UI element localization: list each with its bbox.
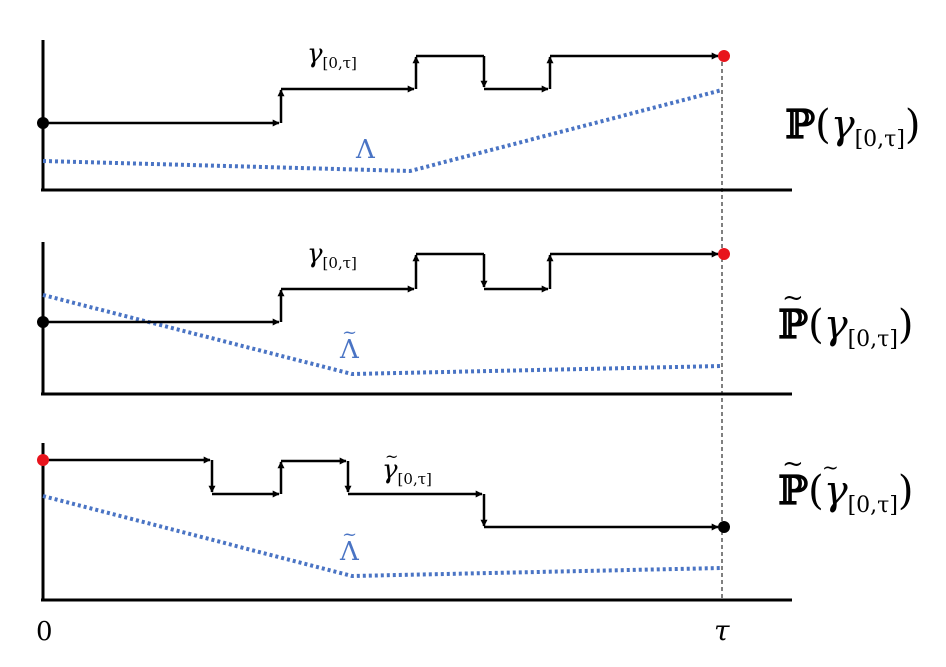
panel-3-path-label: γ[0,τ]: [382, 455, 432, 488]
panel-2-intensity-curve: [42, 293, 723, 377]
panel-2-intensity-label: Λ: [339, 335, 360, 365]
panel-2: γ[0,τ] Λ ~ ℙ(γ[0,τ]) ~: [37, 239, 914, 396]
panel-1-end-marker: [718, 50, 730, 62]
panel-2-intensity-tilde: ~: [342, 322, 357, 343]
panel-3-measure-tilde: ~: [782, 449, 804, 479]
panel-3-start-marker: [37, 454, 49, 466]
panel-3: γ[0,τ] ~ Λ ~ ℙ(γ[0,τ]) ~ ~: [37, 443, 914, 602]
panel-2-path: [43, 250, 719, 326]
panel-3-path: [43, 456, 719, 531]
panel-3-path-tilde: ~: [385, 447, 398, 466]
panel-1: γ[0,τ] Λ ℙ(γ[0,τ]): [37, 39, 921, 192]
panel-2-measure-tilde: ~: [782, 283, 804, 313]
panel-1-intensity-curve: [42, 88, 723, 174]
panel-2-measure-label: ℙ(γ[0,τ]): [778, 301, 914, 352]
panel-3-end-marker: [718, 521, 730, 533]
panel-3-intensity-curve: [42, 494, 723, 579]
tau-label: τ: [714, 614, 730, 647]
panel-2-path-label: γ[0,τ]: [307, 239, 357, 272]
panel-2-end-marker: [718, 248, 730, 260]
panel-3-intensity-label: Λ: [339, 537, 360, 567]
panel-2-start-marker: [37, 316, 49, 328]
panel-1-intensity-label: Λ: [355, 135, 376, 165]
origin-label: 0: [36, 617, 53, 647]
panel-1-measure-label: ℙ(γ[0,τ]): [785, 101, 921, 152]
panel-1-start-marker: [37, 117, 49, 129]
panel-1-path-label: γ[0,τ]: [307, 39, 357, 72]
panel-3-intensity-tilde: ~: [342, 524, 357, 545]
panel-3-measure-arg-tilde: ~: [822, 455, 839, 479]
panel-1-path: [43, 52, 719, 127]
panel-3-measure-label: ℙ(γ[0,τ]): [778, 467, 914, 518]
